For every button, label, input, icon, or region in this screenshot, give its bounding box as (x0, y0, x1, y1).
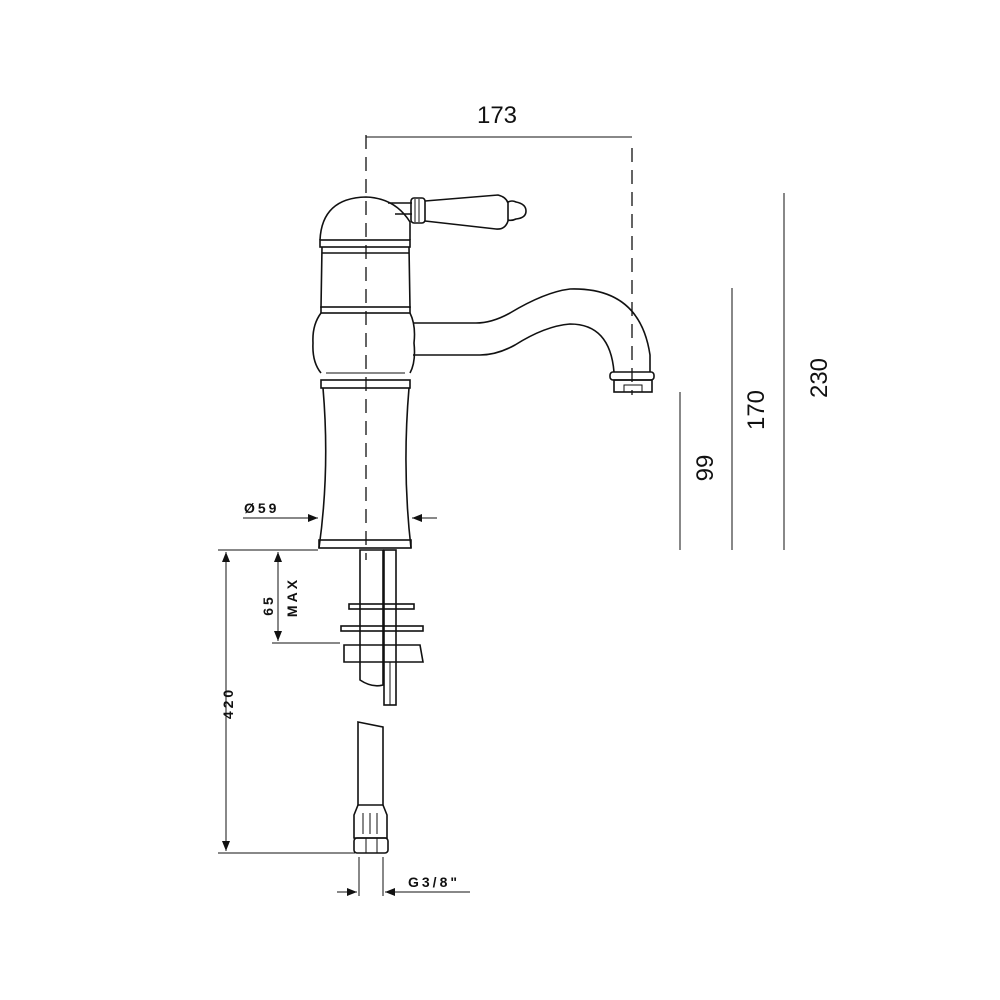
dimension-99: 99 (679, 392, 719, 550)
dimension-420: 420 (220, 552, 236, 851)
dimension-170: 170 (731, 288, 770, 550)
supply-hose-lower (353, 721, 389, 854)
supply-hose-upper (340, 549, 424, 706)
dim-65-label: 65 (260, 594, 276, 616)
dimension-65-max: 65 MAX (260, 552, 300, 641)
dim-diameter-label: Ø59 (244, 500, 279, 516)
lever-handle (388, 194, 527, 230)
dimension-173: 173 (366, 102, 632, 138)
dim-173-label: 173 (477, 102, 517, 129)
dimension-230: 230 (783, 193, 833, 550)
thread-label: G3/8" (408, 874, 460, 890)
dim-420-label: 420 (220, 687, 236, 719)
spout (413, 288, 655, 393)
faucet-body (312, 196, 416, 549)
dim-230-label: 230 (806, 358, 833, 398)
dimension-thread: G3/8" (337, 857, 470, 896)
dim-170-label: 170 (743, 390, 770, 430)
max-label: MAX (284, 577, 300, 617)
dimension-diameter: Ø59 (243, 500, 437, 522)
dim-99-label: 99 (692, 455, 719, 482)
